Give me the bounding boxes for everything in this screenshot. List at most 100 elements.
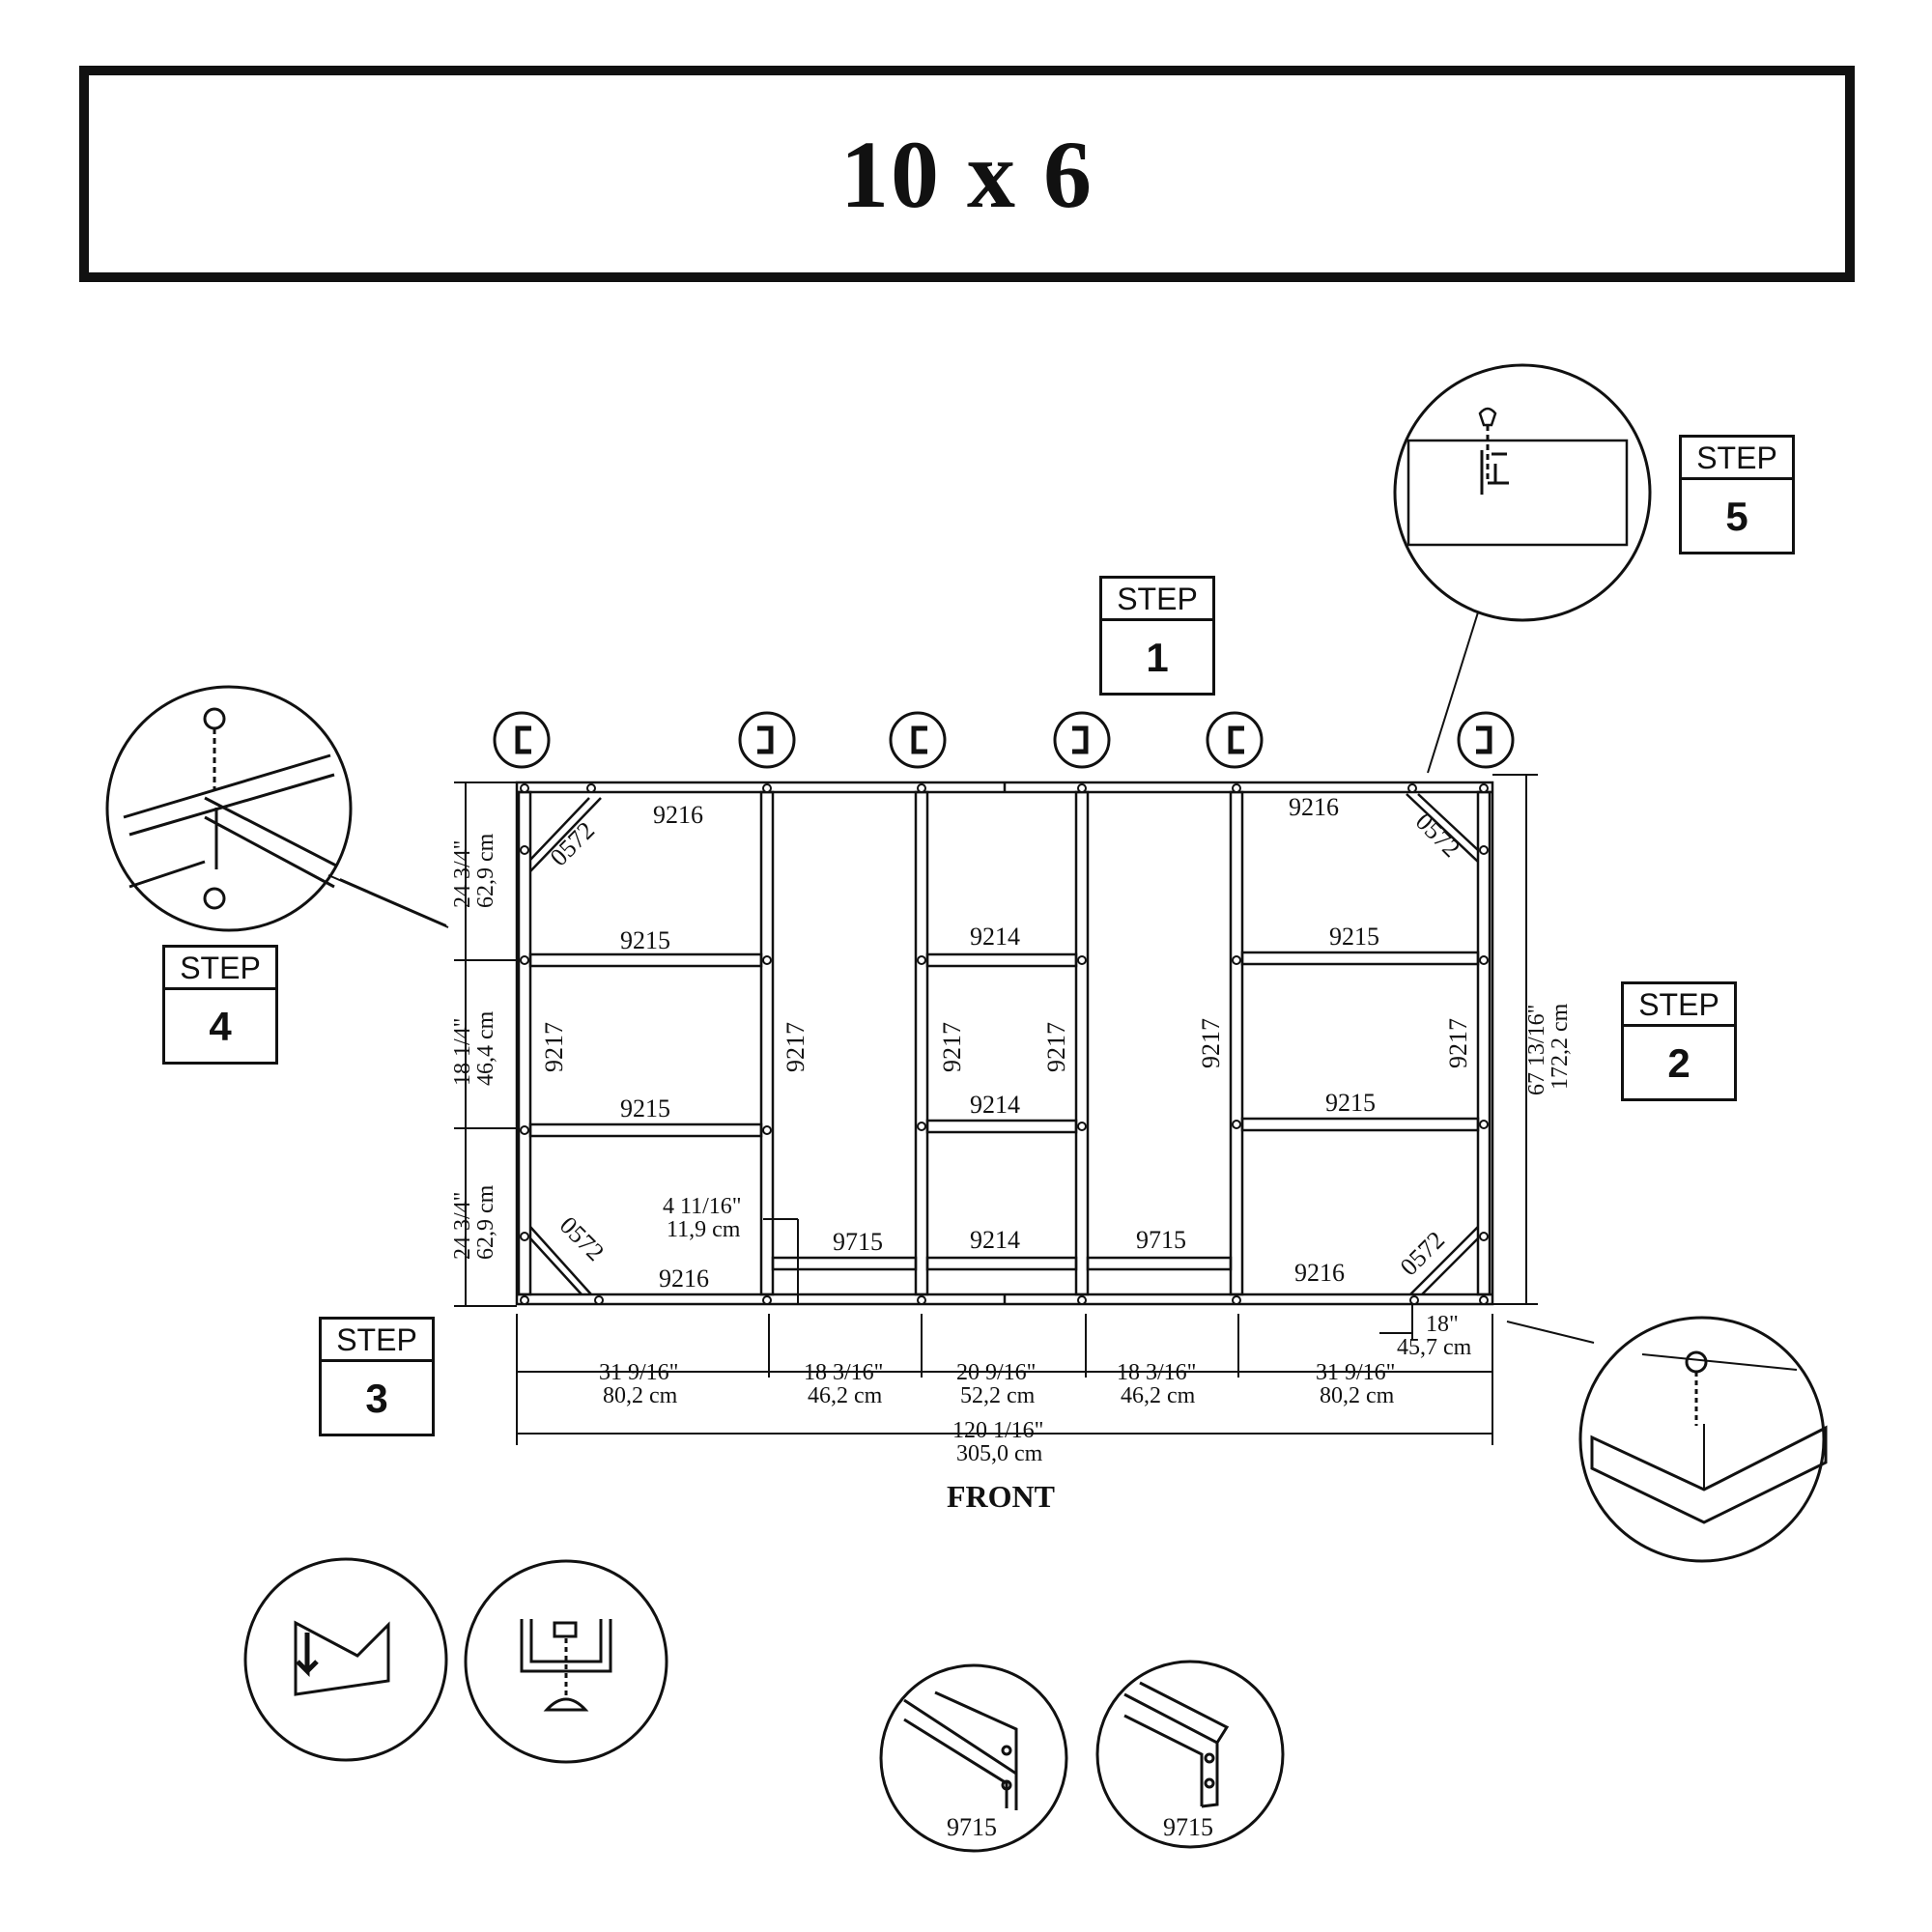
left-dimension bbox=[339, 781, 517, 1307]
label-0572-top-right: 0572 bbox=[1410, 808, 1465, 863]
front-label: FRONT bbox=[947, 1479, 1055, 1514]
dim-left-top-in: 24 3/4" bbox=[450, 840, 475, 908]
label-9217-6: 9217 bbox=[1444, 1018, 1472, 1068]
dim-bottom-1-in: 31 9/16" bbox=[599, 1360, 678, 1385]
dim-bottom-2-in: 18 3/16" bbox=[804, 1360, 883, 1385]
label-9216-bottom-left: 9216 bbox=[659, 1264, 709, 1293]
brace-9715-right bbox=[1086, 1256, 1233, 1271]
screw-icon bbox=[1478, 407, 1497, 427]
dim-bottom-3-in: 20 9/16" bbox=[956, 1360, 1036, 1385]
label-9217-2: 9217 bbox=[781, 1022, 810, 1072]
dim-left-bot-in: 24 3/4" bbox=[450, 1192, 475, 1260]
gusset-bottom-right-b bbox=[1421, 1237, 1479, 1295]
corner-dimension bbox=[1379, 1304, 1413, 1339]
step-3-label: STEP bbox=[322, 1320, 432, 1362]
dim-corner-cm: 45,7 cm bbox=[1397, 1335, 1472, 1360]
profile-circle-box bbox=[1095, 1660, 1285, 1849]
detail-step-4 bbox=[105, 685, 449, 932]
gusset-top-right-a bbox=[1406, 793, 1479, 863]
brace-9215-left-upper bbox=[528, 952, 763, 968]
gusset-bottom-right-a bbox=[1409, 1226, 1479, 1295]
dim-bottom-5-in: 31 9/16" bbox=[1316, 1360, 1395, 1385]
label-9715-left: 9715 bbox=[833, 1228, 883, 1256]
part-labels: 9216 9216 9216 9216 9215 9215 9215 9215 … bbox=[540, 793, 1472, 1293]
rivet-holes bbox=[520, 783, 1489, 1305]
left-dimension-labels: 24 3/4" 62,9 cm 18 1/4" 46,4 cm 24 3/4" … bbox=[450, 833, 498, 1260]
dim-total-in: 120 1/16" bbox=[952, 1418, 1043, 1443]
dim-left-mid-cm: 46,4 cm bbox=[473, 1010, 498, 1086]
dim-bottom-1-cm: 80,2 cm bbox=[603, 1383, 678, 1408]
step-1-number: 1 bbox=[1146, 635, 1169, 680]
profile-label-1: 9715 bbox=[947, 1813, 997, 1841]
gusset-bottom-left-a bbox=[529, 1226, 592, 1295]
bracket-profile-icon bbox=[1457, 711, 1515, 769]
gusset-top-left-a bbox=[529, 797, 590, 861]
step-4-number: 4 bbox=[209, 1004, 232, 1049]
label-0572-bottom-left: 0572 bbox=[554, 1211, 610, 1266]
label-0572-bottom-right: 0572 bbox=[1395, 1226, 1450, 1281]
step-4-label: STEP bbox=[165, 948, 275, 990]
detail-circle-4 bbox=[105, 685, 353, 932]
detail-circle-bolt bbox=[464, 1559, 668, 1764]
dim-bottom-4-in: 18 3/16" bbox=[1117, 1360, 1196, 1385]
label-9217-5: 9217 bbox=[1197, 1018, 1225, 1068]
dim-bottom-4-cm: 46,2 cm bbox=[1121, 1383, 1196, 1408]
dim-left-mid-in: 18 1/4" bbox=[450, 1018, 475, 1086]
bottom-dimension bbox=[516, 1314, 1493, 1445]
title-banner: 10 x 6 bbox=[79, 66, 1855, 282]
dim-corner-in: 18" bbox=[1426, 1312, 1459, 1337]
stud-4 bbox=[1074, 790, 1090, 1296]
detail-circle-bend bbox=[243, 1557, 448, 1762]
screw-icon bbox=[203, 707, 226, 730]
stud-6 bbox=[1476, 790, 1492, 1296]
label-9214-upper: 9214 bbox=[970, 923, 1020, 951]
inner-dimension bbox=[763, 1218, 799, 1304]
c-profile-icon bbox=[493, 711, 551, 769]
label-0572-top-left: 0572 bbox=[545, 816, 600, 871]
step-2-number: 2 bbox=[1667, 1040, 1690, 1086]
dim-left-bot-cm: 62,9 cm bbox=[473, 1184, 498, 1260]
brace-9715-left bbox=[771, 1256, 918, 1271]
label-9715-right: 9715 bbox=[1136, 1226, 1186, 1254]
profile-circle-c bbox=[879, 1663, 1068, 1853]
label-9216-top-right: 9216 bbox=[1289, 793, 1339, 821]
bracket-profile-icon bbox=[1053, 711, 1111, 769]
right-dimension bbox=[1492, 774, 1538, 1305]
stud-1 bbox=[517, 790, 532, 1296]
step-1-box: STEP 1 bbox=[1099, 576, 1215, 696]
c-profile-icon bbox=[889, 711, 947, 769]
label-9215-right-lower: 9215 bbox=[1325, 1089, 1376, 1117]
step-5-number: 5 bbox=[1725, 494, 1748, 539]
label-9214-middle: 9214 bbox=[970, 1091, 1020, 1119]
brace-9214-upper bbox=[925, 952, 1078, 968]
arrow-down-icon bbox=[296, 1633, 319, 1678]
page-title: 10 x 6 bbox=[840, 120, 1094, 228]
brace-9215-right-upper bbox=[1240, 951, 1480, 966]
step-5-box: STEP 5 bbox=[1679, 435, 1795, 554]
brace-9215-left-lower bbox=[528, 1122, 763, 1138]
label-9216-bottom-right: 9216 bbox=[1294, 1259, 1345, 1287]
label-9217-4: 9217 bbox=[1042, 1022, 1070, 1072]
dim-right-cm: 172,2 cm bbox=[1548, 1003, 1573, 1090]
label-9217-1: 9217 bbox=[540, 1022, 568, 1072]
detail-circle-5 bbox=[1393, 363, 1652, 622]
dim-inner-cm: 11,9 cm bbox=[667, 1217, 741, 1242]
dim-bottom-5-cm: 80,2 cm bbox=[1320, 1383, 1395, 1408]
profile-markers bbox=[493, 711, 1515, 769]
label-9217-3: 9217 bbox=[938, 1022, 966, 1072]
profile-label-2: 9715 bbox=[1163, 1813, 1213, 1841]
detail-circle-corner bbox=[1578, 1316, 1826, 1563]
step-2-label: STEP bbox=[1624, 984, 1734, 1027]
step-4-box: STEP 4 bbox=[162, 945, 278, 1065]
bracket-profile-icon bbox=[738, 711, 796, 769]
detail-bottom-left bbox=[243, 1557, 668, 1764]
dim-right-in: 67 13/16" bbox=[1524, 1005, 1549, 1095]
profile-details bbox=[879, 1660, 1285, 1853]
gusset-top-left-b bbox=[529, 797, 602, 872]
brace-9214-middle bbox=[925, 1119, 1078, 1134]
right-dimension-labels: 67 13/16" 172,2 cm bbox=[1524, 1003, 1573, 1095]
brace-9215-right-lower bbox=[1240, 1117, 1480, 1132]
label-9215-right-upper: 9215 bbox=[1329, 923, 1379, 951]
